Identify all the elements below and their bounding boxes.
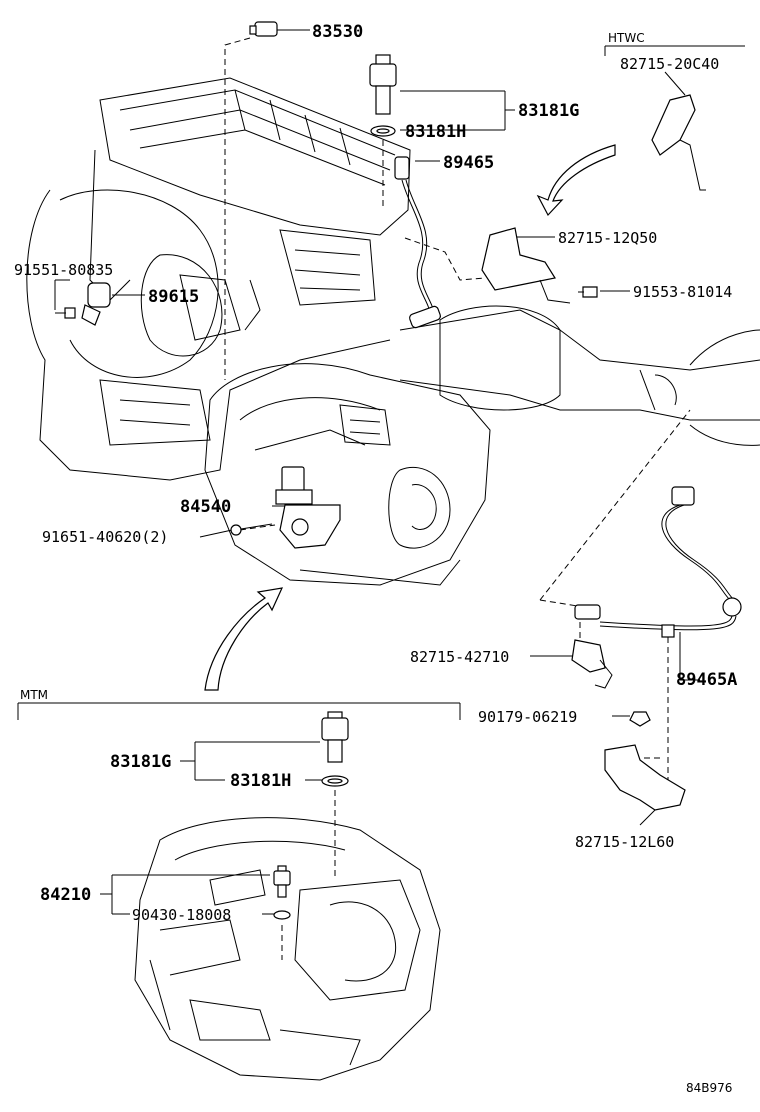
label-82715-12L60: 82715-12L60	[575, 833, 674, 851]
label-90179-06219: 90179-06219	[478, 708, 577, 726]
part-91553-81014-icon	[578, 286, 598, 298]
label-83181G-top: 83181G	[518, 101, 579, 121]
part-84540-icon	[275, 466, 341, 549]
label-82715-12Q50: 82715-12Q50	[558, 229, 657, 247]
label-91553-81014: 91553-81014	[633, 283, 732, 301]
figure-code: 84B976	[686, 1081, 732, 1095]
part-91651-40620-icon	[230, 523, 273, 536]
part-83181G-bottom-icon	[321, 711, 349, 763]
part-91551-80835-icon	[55, 307, 76, 319]
engine-assembly-illustration	[26, 77, 760, 586]
label-83181H-bottom: 83181H	[230, 771, 291, 791]
label-89615: 89615	[148, 287, 199, 307]
part-82715-12Q50-icon	[481, 227, 571, 304]
manual-transmission-illustration	[134, 817, 441, 1081]
part-89615-icon	[81, 282, 111, 326]
label-91651-40620: 91651-40620(2)	[42, 528, 168, 546]
part-83530-icon	[249, 21, 278, 37]
leader-lines-upper	[54, 29, 745, 609]
label-91551-80835: 91551-80835	[14, 261, 113, 279]
arrow-upper-right-icon	[536, 144, 616, 217]
part-82715-20C40-icon	[651, 94, 706, 191]
part-82715-12L60-icon	[604, 744, 686, 811]
section-label-htwc: HTWC	[608, 31, 645, 45]
label-83530: 83530	[312, 22, 363, 42]
part-89465A-icon	[574, 486, 742, 638]
part-83181H-top-icon	[370, 125, 396, 137]
label-84210: 84210	[40, 885, 91, 905]
part-90430-18008-icon	[273, 910, 291, 920]
label-90430-18008: 90430-18008	[132, 906, 231, 924]
label-84540: 84540	[180, 497, 231, 517]
part-84210-icon	[273, 865, 291, 898]
part-90179-06219-icon	[629, 711, 651, 727]
label-82715-42710: 82715-42710	[410, 648, 509, 666]
part-82715-42710-icon	[571, 639, 613, 689]
part-83181H-bottom-icon	[321, 775, 349, 787]
label-89465A: 89465A	[676, 670, 737, 690]
part-83181G-top-icon	[369, 54, 397, 115]
label-83181H-top: 83181H	[405, 122, 466, 142]
arrow-lower-left-icon	[204, 587, 284, 691]
part-89465-icon	[394, 156, 441, 329]
label-89465: 89465	[443, 153, 494, 173]
label-82715-20C40: 82715-20C40	[620, 55, 719, 73]
section-label-mtm: MTM	[20, 688, 48, 702]
label-83181G-bottom: 83181G	[110, 752, 171, 772]
